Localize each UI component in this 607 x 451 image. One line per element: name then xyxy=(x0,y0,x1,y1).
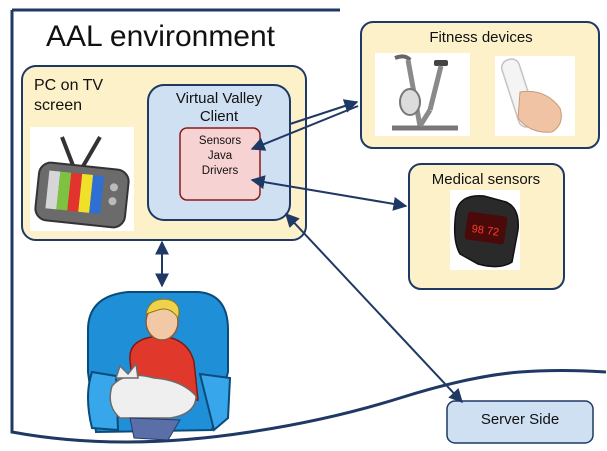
diagram-title: AAL environment xyxy=(46,20,276,53)
drivers-box xyxy=(179,127,261,201)
server-box-label: Server Side xyxy=(480,411,560,428)
pc-box-label: PC on TV screen xyxy=(34,76,134,116)
exercise-bike-icon xyxy=(375,53,470,136)
arrow-client-server xyxy=(285,212,463,404)
client-box-label-line2: Client xyxy=(199,108,239,125)
client-box-label: Virtual Valley Client xyxy=(152,90,286,126)
arrow-drivers-medical xyxy=(250,175,408,211)
fitness-box-label: Fitness devices xyxy=(429,29,533,46)
arrow-drivers-fitness xyxy=(250,105,359,151)
pc-box-label-line1: PC on TV xyxy=(34,77,104,94)
environment-boundary xyxy=(10,10,607,444)
medical-box-label: Medical sensors xyxy=(431,171,541,188)
svg-text:98 72: 98 72 xyxy=(471,223,500,239)
person-on-couch-with-cat-icon xyxy=(87,291,232,441)
drivers-box-line2: Java xyxy=(207,150,233,162)
pulse-oximeter-icon: 98 72 xyxy=(450,190,520,270)
tv-icon xyxy=(30,127,134,231)
server-box xyxy=(446,400,594,444)
drivers-box-line1: Sensors xyxy=(198,135,242,147)
wii-remote-icon xyxy=(495,56,575,136)
client-box-label-line1: Virtual Valley xyxy=(175,90,263,107)
drivers-box-line3: Drivers xyxy=(201,165,239,177)
pc-box-label-line2: screen xyxy=(34,97,83,114)
drivers-box-label: Sensors Java Drivers xyxy=(180,134,260,179)
arrow-client-fitness xyxy=(289,99,359,125)
